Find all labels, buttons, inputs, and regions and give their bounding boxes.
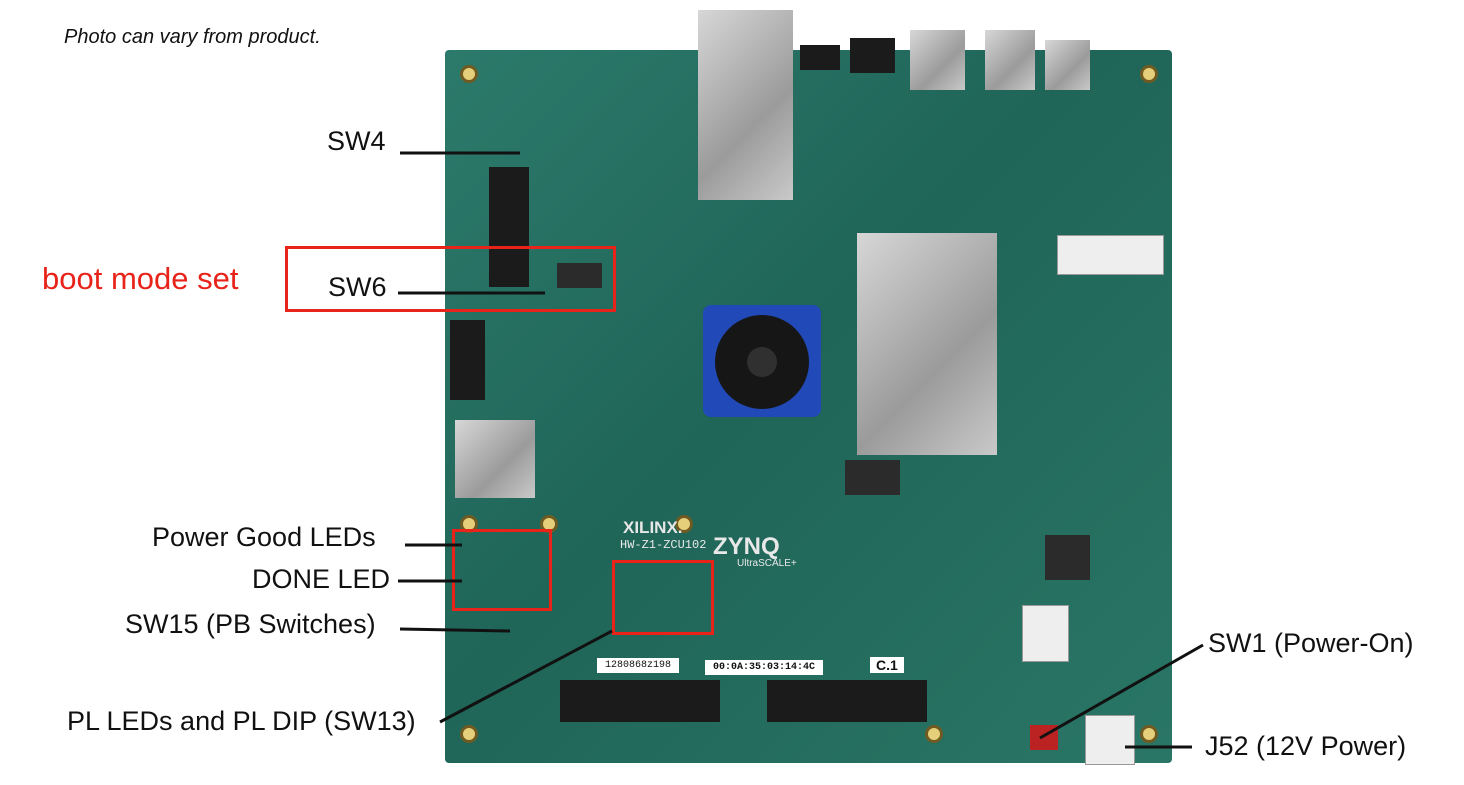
ethernet-connector-2	[985, 30, 1035, 90]
mounting-hole	[1140, 725, 1158, 743]
mounting-hole	[460, 65, 478, 83]
fmc-hpc0-connector	[560, 680, 720, 722]
ultrascale-text: UltraSCALE+	[737, 558, 797, 569]
pl-leds-dip-label: PL LEDs and PL DIP (SW13)	[67, 706, 416, 736]
sd-card-slot	[455, 420, 535, 498]
sw6-dip-switch	[557, 263, 602, 288]
power-good-leds-box	[452, 529, 552, 611]
sw1-label: SW1 (Power-On)	[1208, 628, 1414, 658]
cooling-fan	[703, 305, 821, 417]
done-led-label: DONE LED	[252, 564, 391, 594]
pl-leds-leader	[439, 629, 613, 724]
pmod-header	[450, 320, 485, 400]
power-good-leds-label: Power Good LEDs	[152, 522, 376, 552]
sw15-leader	[399, 627, 511, 633]
fmc-hpc1-connector	[767, 680, 927, 722]
disclaimer-text: Photo can vary from product.	[64, 26, 321, 48]
sw4-label: SW4	[327, 126, 386, 156]
sfp-cage	[698, 10, 793, 200]
j52-power-jack	[1085, 715, 1135, 765]
serial-sticker: 1280868z198	[597, 658, 680, 673]
xilinx-logo-text: XILINX.	[623, 518, 683, 537]
fmc-edge-connector	[489, 167, 529, 287]
mounting-hole	[925, 725, 943, 743]
rf-shield	[857, 233, 997, 455]
boot-mode-highlight-box	[285, 246, 616, 312]
j52-label: J52 (12V Power)	[1205, 731, 1407, 761]
pl-dip-box	[612, 560, 714, 635]
board-model-text: HW-Z1-ZCU102	[620, 538, 707, 552]
zynq-logo-text: ZYNQ	[713, 533, 780, 560]
sata-connector	[850, 38, 895, 73]
revision-sticker: C.1	[870, 657, 904, 673]
mounting-hole	[1140, 65, 1158, 83]
ribbon-header	[1057, 235, 1164, 275]
boot-mode-label: boot mode set	[42, 261, 239, 296]
mounting-hole	[675, 515, 693, 533]
sw15-label: SW15 (PB Switches)	[125, 609, 376, 639]
usb-connector	[800, 45, 840, 70]
mounting-hole	[460, 725, 478, 743]
zcu102-board-photo: XILINX. HW-Z1-ZCU102 ZYNQ UltraSCALE+ 12…	[445, 10, 1172, 765]
ethernet-connector	[910, 30, 965, 90]
power-module	[1045, 535, 1090, 580]
ddr-chip	[845, 460, 900, 495]
sw6-label: SW6	[328, 272, 387, 302]
mac-sticker: 00:0A:35:03:14:4C	[705, 660, 824, 675]
atx-power-connector	[1022, 605, 1069, 662]
usb3-connector	[1045, 40, 1090, 90]
sw1-leader	[1039, 643, 1204, 740]
